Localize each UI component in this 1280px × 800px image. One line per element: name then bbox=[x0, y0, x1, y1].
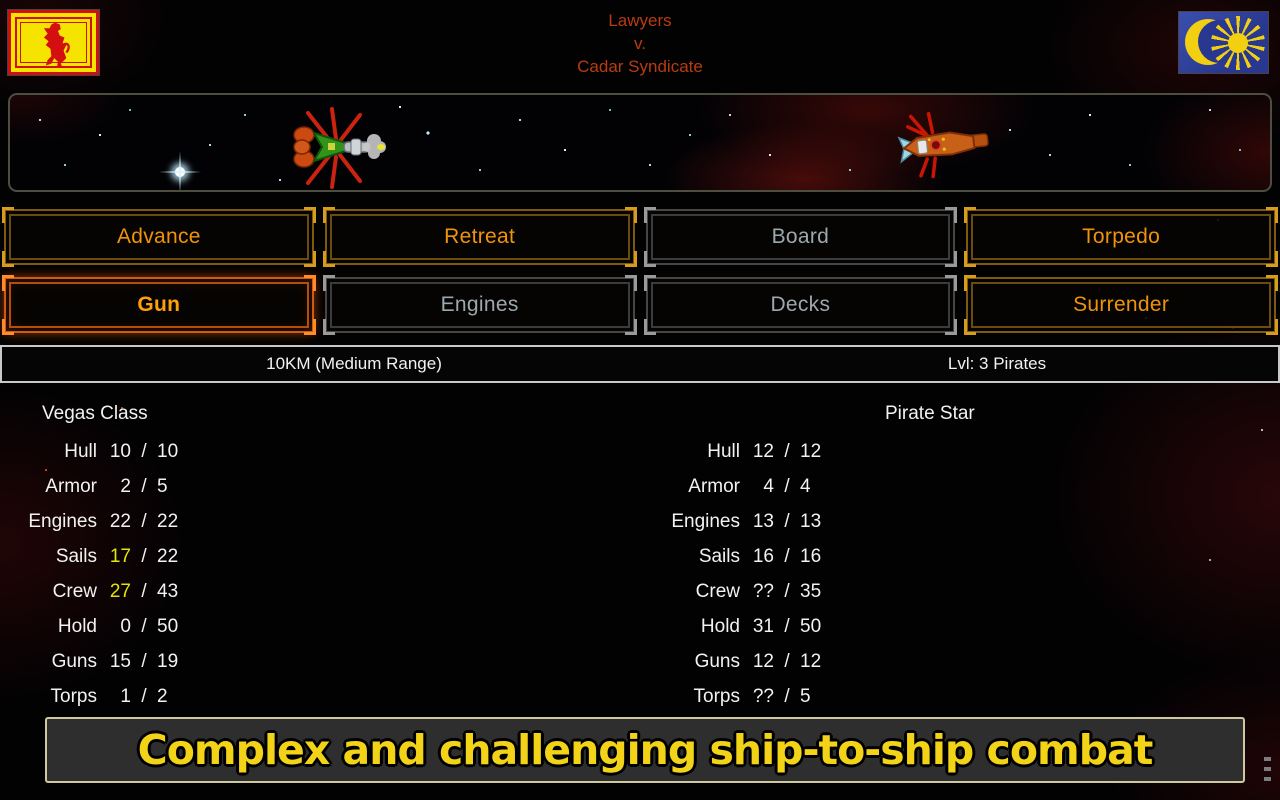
range-status-bar: 10KM (Medium Range) Lvl: 3 Pirates bbox=[0, 345, 1280, 383]
engines-button[interactable]: Engines bbox=[322, 275, 637, 335]
board-button[interactable]: Board bbox=[643, 207, 958, 267]
battle-viewport bbox=[8, 93, 1272, 192]
player-ship-name: Vegas Class bbox=[42, 403, 148, 424]
combat-weapons-row: Gun Engines Decks Surrender bbox=[2, 275, 1278, 335]
battle-title-versus: v. bbox=[634, 34, 646, 53]
enemy-level-text: Lvl: 3 Pirates bbox=[947, 354, 1047, 373]
engines-button-label: Engines bbox=[440, 293, 519, 316]
torpedo-button-label: Torpedo bbox=[1082, 225, 1161, 248]
advance-button[interactable]: Advance bbox=[2, 207, 316, 267]
decks-button[interactable]: Decks bbox=[643, 275, 958, 335]
battle-title-player: Lawyers bbox=[608, 11, 672, 30]
fourteen-point-star-icon bbox=[1211, 16, 1265, 70]
range-text: 10KM (Medium Range) bbox=[266, 354, 442, 373]
battle-title: Lawyers v. Cadar Syndicate bbox=[0, 9, 1280, 78]
stat-row-crew: Crew??/35 bbox=[695, 580, 822, 602]
enemy-ship-sprite bbox=[897, 111, 989, 179]
retreat-button[interactable]: Retreat bbox=[322, 207, 637, 267]
enemy-ship-name: Pirate Star bbox=[885, 403, 975, 424]
stat-row-torps: Torps??/5 bbox=[693, 685, 811, 707]
overflow-menu-icon[interactable] bbox=[1264, 757, 1271, 781]
marketing-banner: Complex and challenging ship-to-ship com… bbox=[45, 717, 1245, 783]
advance-button-label: Advance bbox=[116, 225, 201, 248]
battle-title-enemy: Cadar Syndicate bbox=[577, 57, 703, 76]
banner-text: Complex and challenging ship-to-ship com… bbox=[137, 726, 1154, 774]
bright-star-flare bbox=[159, 151, 201, 190]
surrender-button[interactable]: Surrender bbox=[964, 275, 1278, 335]
enemy-faction-flag bbox=[1179, 12, 1268, 73]
gun-button-label: Gun bbox=[137, 293, 181, 316]
player-ship-sprite bbox=[293, 107, 386, 189]
board-button-label: Board bbox=[771, 225, 830, 248]
torpedo-button[interactable]: Torpedo bbox=[964, 207, 1278, 267]
player-faction-flag bbox=[8, 10, 99, 75]
lion-rampant-icon bbox=[43, 22, 70, 68]
retreat-button-label: Retreat bbox=[444, 225, 516, 248]
combat-actions-row: Advance Retreat Board Torpedo bbox=[2, 207, 1278, 267]
surrender-button-label: Surrender bbox=[1073, 293, 1170, 316]
decks-button-label: Decks bbox=[770, 293, 831, 316]
gun-button[interactable]: Gun bbox=[2, 275, 316, 335]
flag-tressure-border bbox=[15, 17, 92, 68]
